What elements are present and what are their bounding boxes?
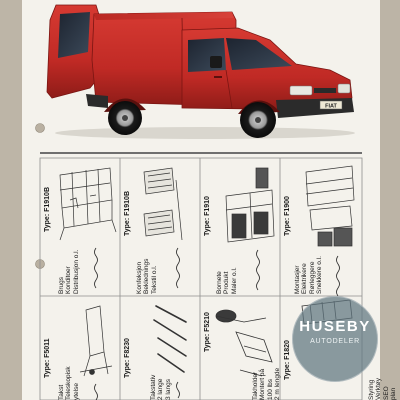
card-6-desc-3: 3 langs <box>164 379 172 400</box>
card-1-desc-2: Konditoer <box>65 266 73 294</box>
card-3-desc-1: Bornete <box>216 271 223 294</box>
card-4-desc-1: Montasjer <box>294 265 301 294</box>
card-5-sawtooth-mark <box>94 383 98 400</box>
punch-hole-upper <box>35 123 45 133</box>
card-6-desc-2: 2 lange <box>157 378 165 400</box>
card-6-description: Takstativ 2 lange 3 langs <box>150 375 172 400</box>
card-3-desc-2: Produkt <box>223 271 231 294</box>
card-2-sawtooth-mark <box>176 247 180 289</box>
watermark-sub-text: AUTODELER <box>310 338 360 345</box>
table-top-bar <box>40 152 362 154</box>
table-frame <box>39 157 363 400</box>
card-2-type: Type: F1910B <box>124 191 131 236</box>
card-1-description: Brugs Konditoer Distribusjon o.l. <box>58 250 80 294</box>
card-4-desc-3: Rørleggere <box>308 261 316 294</box>
card-4-storage-drawing <box>305 165 355 247</box>
card-8-desc-1: Styring <box>368 379 375 400</box>
card-2-desc-1: Konfeksjon <box>136 261 143 294</box>
van-rear-door-window <box>58 12 90 58</box>
card-8-desc-2: Verktøy <box>375 377 383 400</box>
card-6-roofbar-drawing <box>153 305 187 373</box>
card-5-ladder-drawing <box>79 305 113 377</box>
card-3-desc-3: Maler o.l. <box>230 267 238 294</box>
card-4-sawtooth-mark <box>336 255 340 297</box>
card-8-caption: Type: F1820 <box>284 340 292 380</box>
card-5-caption: Type: F5011 <box>44 338 52 378</box>
card-6-sawtooth-mark <box>176 381 180 399</box>
background-right-strip <box>380 0 400 400</box>
card-4-description: Montasjer Elektrikere Rørleggere Snekker… <box>294 256 324 294</box>
card-8-desc-4: plan <box>390 387 398 400</box>
van-mirror <box>210 56 222 68</box>
card-1-caption: Type: F1910B <box>44 187 52 232</box>
card-5-description: Takst Teleskopisk ytelse <box>58 366 80 400</box>
card-1-sawtooth-mark <box>94 247 98 289</box>
card-6-desc-1: Takstativ <box>150 374 157 400</box>
card-1-shelving-drawing <box>59 167 117 241</box>
card-7-caption: Type: F5210 <box>204 312 212 352</box>
card-2-racks-drawing <box>143 167 183 241</box>
card-3-sawtooth-mark <box>256 249 260 291</box>
card-2-description: Konfeksjon Beklednings Tekstil o.l. <box>136 259 158 294</box>
watermark-brand-text: HUSEBY <box>299 318 371 335</box>
van-plate-text: FIAT <box>325 104 337 110</box>
card-4-desc-2: Elektrikere <box>301 263 309 294</box>
card-6-type: Type: F8230 <box>124 338 131 378</box>
card-7-desc-2: Montert på <box>259 368 267 400</box>
card-3-caption: Type: F1910 <box>204 196 212 236</box>
card-5-type: Type: F5011 <box>44 338 51 378</box>
card-7-pipeholder-drawing <box>215 309 273 377</box>
card-7-description: Takholder Montert på 100 lbs 2 m lengde <box>252 368 282 400</box>
card-7-desc-4: 2 m lengde <box>274 367 282 400</box>
background-left-strip <box>0 0 24 400</box>
van-license-plate <box>319 100 343 110</box>
card-8-description: Styring Verktøy SEO plan <box>368 378 398 400</box>
card-4-caption: Type: F1900 <box>284 196 292 236</box>
card-5-desc-3: ytelse <box>72 383 80 400</box>
card-7-type: Type: F5210 <box>204 312 211 352</box>
card-2-desc-2: Beklednings <box>143 258 151 294</box>
card-8-type: Type: F1820 <box>284 340 291 380</box>
card-7-desc-3: 100 lbs <box>266 379 274 400</box>
card-3-type: Type: F1910 <box>204 196 211 236</box>
van-windscreen <box>226 38 292 70</box>
card-1-type: Type: F1910B <box>44 187 51 232</box>
van-rear-bumper <box>86 94 108 108</box>
catalog-table <box>39 152 363 400</box>
card-3-cabinet-drawing <box>225 167 275 243</box>
card-5-desc-2: Teleskopisk <box>65 366 73 400</box>
card-1-desc-1: Brugs <box>58 277 65 294</box>
card-4-type: Type: F1900 <box>284 196 291 236</box>
card-2-desc-3: Tekstil o.l. <box>150 265 158 294</box>
card-4-desc-4: Snekkere o.l. <box>316 256 324 294</box>
van-illustration: FIAT <box>46 4 355 139</box>
card-8-desc-3: SEO <box>382 386 390 400</box>
card-2-caption: Type: F1910B <box>124 191 132 236</box>
card-5-desc-1: Takst <box>58 384 65 400</box>
dealer-watermark-badge: HUSEBY AUTODELER <box>292 296 378 382</box>
card-1-desc-3: Distribusjon o.l. <box>72 249 80 294</box>
van-headlight <box>289 85 313 96</box>
card-3-description: Bornete Produkt Maler o.l. <box>216 267 238 294</box>
card-6-caption: Type: F8230 <box>124 338 132 378</box>
